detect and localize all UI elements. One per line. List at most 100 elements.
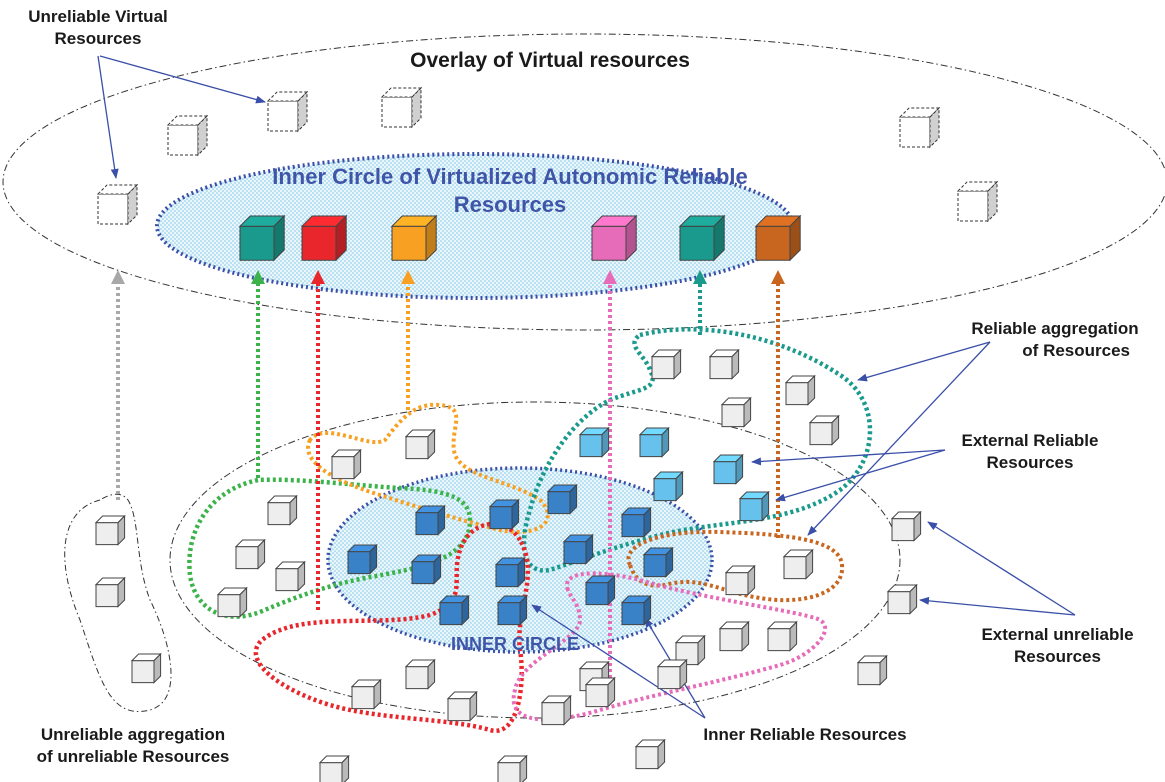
- unreliable-resource-cube: [718, 620, 750, 652]
- inner-reliable-cube: [562, 533, 594, 565]
- pointer-external-unreliable-a: [927, 521, 1076, 616]
- unreliable-resource-cube: [130, 652, 162, 684]
- pointer-external-reliable-a: [751, 449, 946, 466]
- virtual-unreliable-cube: [898, 106, 941, 149]
- unreliable-resource-cube: [782, 548, 814, 580]
- virtual-unreliable-cube: [956, 180, 999, 223]
- virtual-unreliable-cube: [266, 90, 309, 133]
- unreliable-resource-cube: [94, 576, 126, 608]
- unreliable-resource-cube: [234, 538, 266, 570]
- unreliable-resource-cube: [496, 754, 528, 782]
- unreliable-virtual-label-line1: Unreliable Virtual: [28, 7, 168, 26]
- virtual-reliable-cube: [678, 214, 726, 262]
- overlay-label: Overlay of Virtual resources: [410, 49, 690, 72]
- unreliable-resource-cube: [266, 494, 298, 526]
- unreliable-resource-cube: [634, 738, 666, 770]
- unreliable-resource-cube: [318, 754, 350, 782]
- unreliable-resource-cube: [584, 676, 616, 708]
- unreliable-resource-cube: [94, 514, 126, 546]
- inner-reliable-cube: [346, 543, 378, 575]
- unreliable-aggregation-region: [64, 493, 172, 712]
- overlay-ellipse: [2, 33, 1165, 331]
- reliable-aggregation-label: Reliable aggregation of Resources: [950, 318, 1160, 362]
- pointer-unreliable-virtual-a: [99, 55, 266, 104]
- unreliable-aggregation-label: Unreliable aggregation of unreliable Res…: [8, 724, 258, 768]
- inner-circle-virtual-label: Inner Circle of Virtualized Autonomic Re…: [230, 163, 790, 219]
- external-reliable-cube: [712, 453, 744, 485]
- unreliable-resource-cube: [274, 560, 306, 592]
- inner-reliable-cube: [546, 483, 578, 515]
- external-reliable-cube: [638, 426, 670, 458]
- teal-aggregation-region: [521, 327, 873, 573]
- pink-aggregation-region: [511, 571, 828, 722]
- pointer-external-reliable-b: [775, 449, 946, 502]
- cube-layer: [94, 86, 999, 782]
- inner-circle-label: INNER CIRCLE: [450, 634, 579, 654]
- unreliable-resource-cube: [766, 620, 798, 652]
- virtual-unreliable-cube: [166, 114, 209, 157]
- green-aggregation-region: [187, 477, 473, 619]
- inner-circle-virtual-label-line1: Inner Circle of Virtualized Autonomic Re…: [272, 164, 748, 189]
- inner-reliable-cube: [438, 594, 470, 626]
- pointer-unreliable-virtual-b: [97, 55, 119, 179]
- unreliable-aggregation-label-line1: Unreliable aggregation: [40, 725, 226, 744]
- unreliable-resource-cube: [330, 448, 362, 480]
- unreliable-aggregation-label-line2: of unreliable Resources: [36, 747, 230, 766]
- unreliable-virtual-label-line2: Resources: [54, 29, 142, 48]
- inner-reliable-cube: [414, 504, 446, 536]
- unreliable-resource-cube: [890, 510, 922, 542]
- inner-reliable-cube: [620, 506, 652, 538]
- unreliable-virtual-label: Unreliable Virtual Resources: [28, 6, 168, 50]
- external-unreliable-label-line1: External unreliable: [981, 625, 1134, 644]
- pointer-reliable-aggregation-a: [857, 341, 991, 382]
- inner-reliable-cube: [410, 553, 442, 585]
- external-reliable-cube: [652, 470, 684, 502]
- virtual-reliable-cube: [754, 214, 802, 262]
- unreliable-resource-cube: [708, 348, 740, 380]
- orange-aggregation-region: [306, 402, 550, 534]
- inner-reliable-cube: [488, 498, 520, 530]
- pointer-inner-reliable-a: [531, 604, 706, 719]
- inner-reliable-cube: [642, 546, 674, 578]
- external-reliable-label-line2: Resources: [986, 453, 1074, 472]
- reliable-aggregation-label-line1: Reliable aggregation: [971, 319, 1139, 338]
- unreliable-resource-cube: [656, 658, 688, 690]
- inner-reliable-cube: [496, 594, 528, 626]
- unreliable-resource-cube: [540, 694, 572, 726]
- unreliable-resource-cube: [650, 348, 682, 380]
- unreliable-resource-cube: [808, 414, 840, 446]
- virtual-reliable-cube: [238, 214, 286, 262]
- external-unreliable-label-line2: Resources: [1014, 647, 1101, 666]
- external-reliable-cube: [738, 490, 770, 522]
- unreliable-resource-cube: [350, 678, 382, 710]
- unreliable-resource-cube: [724, 564, 756, 596]
- virtual-reliable-cube: [390, 214, 438, 262]
- inner-reliable-label: Inner Reliable Resources: [703, 725, 907, 744]
- pointer-reliable-aggregation-b: [807, 341, 991, 536]
- unreliable-resource-cube: [404, 428, 436, 460]
- external-reliable-cube: [578, 426, 610, 458]
- unreliable-resource-cube: [720, 396, 752, 428]
- inner-reliable-cube: [584, 574, 616, 606]
- inner-reliable-cube: [494, 556, 526, 588]
- inner-circle-virtual-label-line2: Resources: [453, 192, 567, 217]
- red-aggregation-region: [253, 521, 531, 733]
- unreliable-resource-cube: [674, 634, 706, 666]
- unreliable-resource-cube: [446, 690, 478, 722]
- reliable-aggregation-label-line2: of Resources: [1022, 341, 1130, 360]
- unreliable-resource-cube: [856, 654, 888, 686]
- virtual-unreliable-cube: [380, 86, 423, 129]
- unreliable-resource-cube: [784, 374, 816, 406]
- external-reliable-label-line1: External Reliable: [961, 431, 1099, 450]
- virtual-reliable-cube: [300, 214, 348, 262]
- unreliable-resource-cube: [216, 586, 248, 618]
- physical-resources-ellipse: [169, 401, 901, 719]
- unreliable-resource-cube: [886, 583, 918, 615]
- inner-reliable-cube: [620, 594, 652, 626]
- unreliable-resource-cube: [404, 658, 436, 690]
- pointer-external-unreliable-b: [919, 596, 1076, 616]
- external-reliable-label: External Reliable Resources: [940, 430, 1120, 474]
- virtual-unreliable-cube: [96, 183, 139, 226]
- virtual-reliable-cube: [590, 214, 638, 262]
